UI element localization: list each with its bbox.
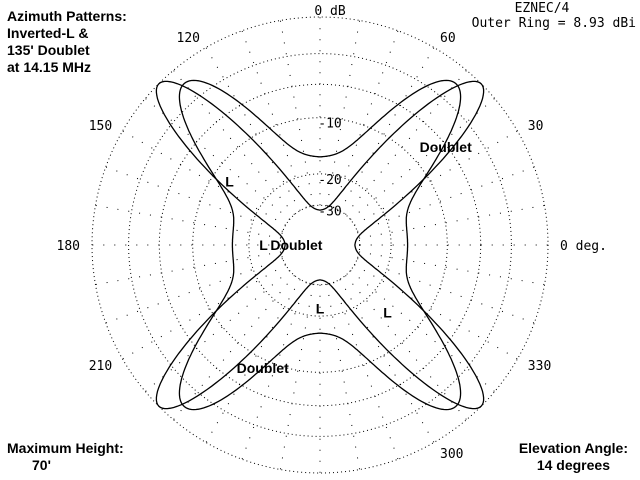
db-labels: 0 dB -10 -20 -30 bbox=[314, 4, 345, 219]
chart-title: Azimuth Patterns: Inverted-L & 135' Doub… bbox=[7, 8, 127, 76]
angle-label: 180 bbox=[57, 239, 80, 254]
db-label: -30 bbox=[318, 204, 341, 219]
radial-grid-line bbox=[359, 251, 545, 286]
radial-grid-line bbox=[122, 264, 286, 360]
radial-grid-line bbox=[105, 166, 283, 232]
max-height-label: Maximum Height: bbox=[7, 440, 124, 456]
radial-grid-line bbox=[241, 30, 307, 208]
radial-grid-line bbox=[95, 251, 281, 286]
radial-grid-line bbox=[359, 204, 545, 239]
pattern-trace-l bbox=[178, 79, 462, 411]
angle-label: 0 deg. bbox=[560, 239, 607, 254]
radial-grid-line bbox=[144, 98, 290, 220]
series-label-doublet: Doublet bbox=[237, 360, 289, 376]
radial-grid-line bbox=[279, 284, 314, 470]
angle-label: 30 bbox=[528, 119, 544, 134]
db-label: -20 bbox=[318, 173, 341, 188]
radial-grid-line bbox=[357, 166, 535, 232]
db-ring bbox=[128, 53, 512, 437]
radial-grid-line bbox=[350, 98, 496, 220]
radial-grid-line bbox=[95, 204, 281, 239]
software-label: EZNEC/4 bbox=[515, 1, 570, 16]
db-ring bbox=[192, 117, 448, 373]
angle-label: 300 bbox=[440, 447, 463, 462]
series-label-l: L bbox=[259, 237, 268, 253]
radial-grid-line bbox=[326, 284, 361, 470]
db-label: -10 bbox=[318, 117, 341, 132]
radial-grid-line bbox=[279, 20, 314, 206]
pattern-trace-doublet bbox=[155, 80, 485, 410]
max-height-value: 70' bbox=[32, 457, 51, 473]
series-label-l: L bbox=[225, 174, 234, 190]
radial-grid-line bbox=[173, 275, 295, 421]
max-height-note: Maximum Height: 70' bbox=[7, 440, 124, 474]
outer-ring-label: Outer Ring = 8.93 dBi bbox=[472, 16, 636, 31]
elevation-value: 14 degrees bbox=[536, 457, 610, 473]
db-label: 0 dB bbox=[314, 4, 345, 19]
title-line: Inverted-L & bbox=[7, 25, 89, 41]
radial-grid-line bbox=[345, 275, 467, 421]
db-ring bbox=[91, 16, 549, 474]
radial-grid-line bbox=[350, 270, 496, 392]
series-label-doublet: Doublet bbox=[270, 237, 322, 253]
angle-label: 210 bbox=[89, 359, 112, 374]
angle-labels: 0 deg. 30 60 120 150 180 210 330 300 bbox=[57, 31, 607, 462]
radial-grid-line bbox=[333, 30, 399, 208]
angle-label: 330 bbox=[528, 359, 551, 374]
series-label-l: L bbox=[316, 301, 325, 317]
series-label-doublet: Doublet bbox=[420, 139, 472, 155]
angle-label: 60 bbox=[440, 31, 456, 46]
radial-grid-line bbox=[105, 258, 283, 324]
pattern-traces bbox=[155, 79, 485, 411]
elevation-note: Elevation Angle: 14 degrees bbox=[519, 440, 628, 474]
radial-grid-line bbox=[173, 69, 295, 215]
title-line: 135' Doublet bbox=[7, 42, 90, 58]
title-line: at 14.15 MHz bbox=[7, 59, 92, 75]
radial-grid-line bbox=[122, 130, 286, 226]
radial-grid-line bbox=[354, 264, 518, 360]
title-line: Azimuth Patterns: bbox=[7, 8, 127, 24]
db-ring bbox=[248, 173, 392, 317]
angle-label: 120 bbox=[177, 31, 200, 46]
series-label-l: L bbox=[383, 305, 392, 321]
elevation-label: Elevation Angle: bbox=[518, 440, 628, 456]
angle-label: 150 bbox=[89, 119, 112, 134]
